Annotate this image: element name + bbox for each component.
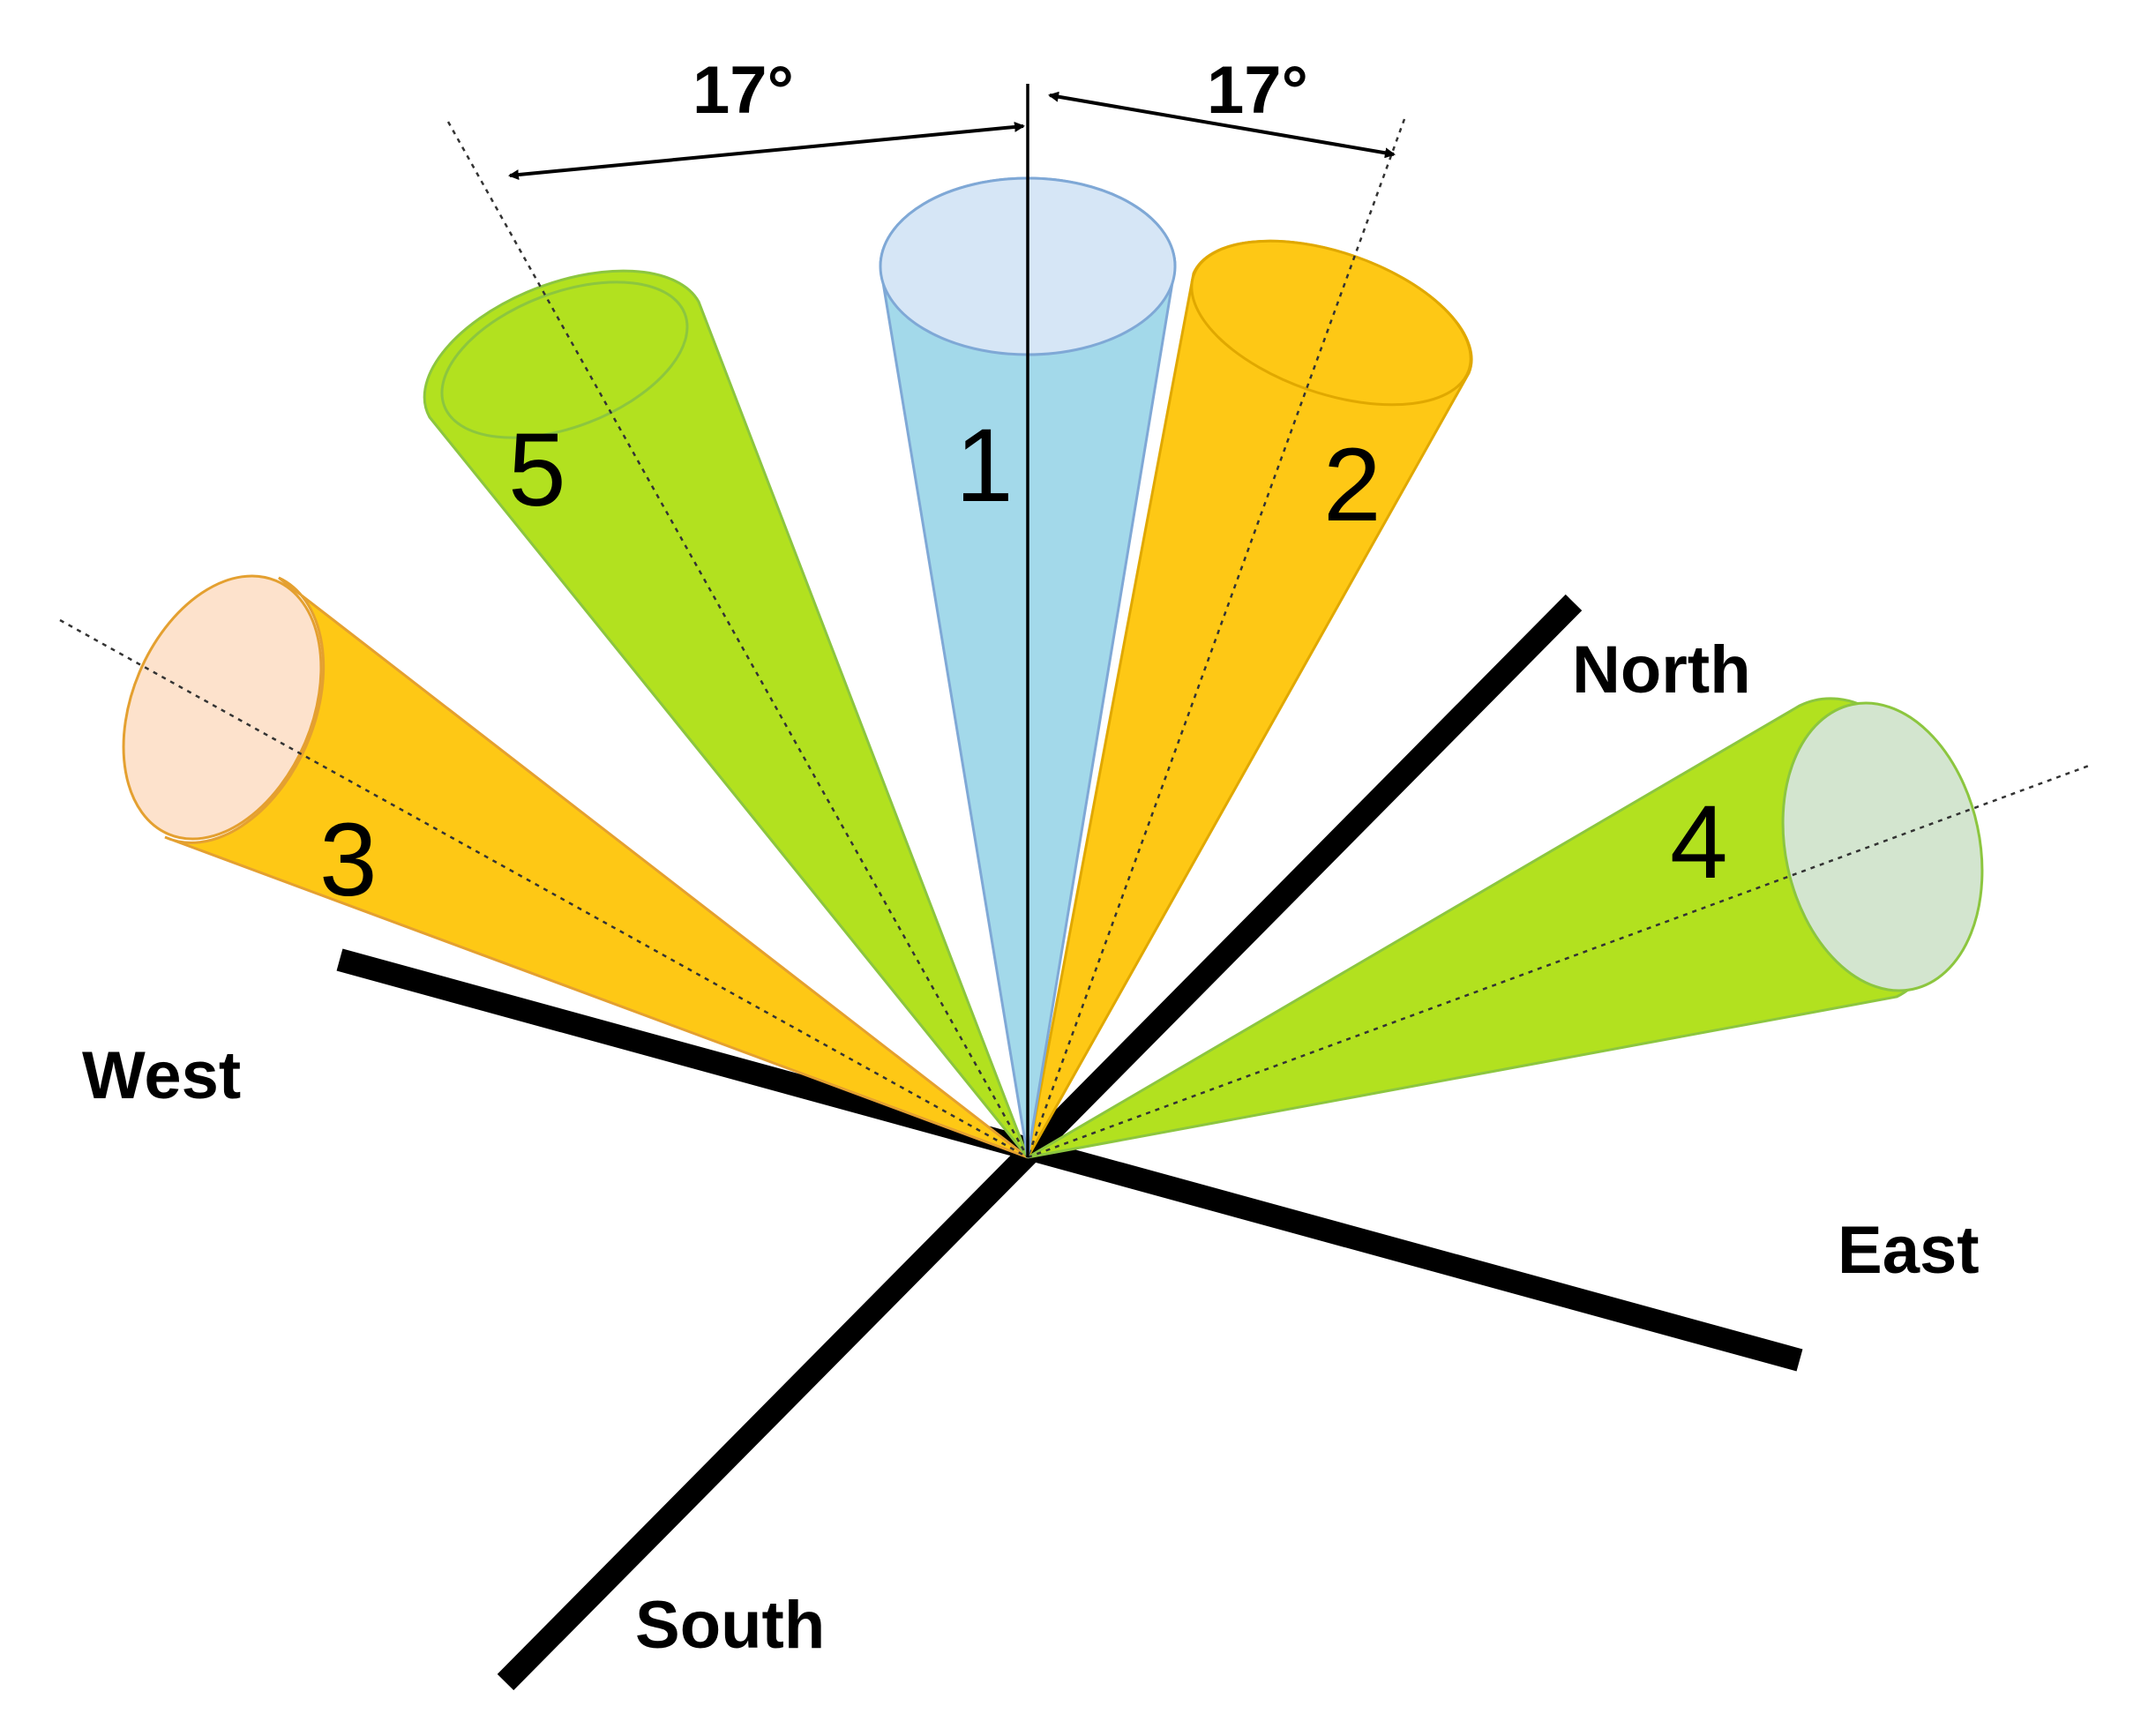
beam-1-label: 1: [955, 408, 1014, 524]
beam-5-label: 5: [508, 412, 566, 528]
beam-5-axis-dashed: [446, 121, 1029, 1158]
beam-4-axis-dashed: [1027, 764, 2090, 1159]
beam-4-label: 4: [1670, 784, 1728, 901]
cone-labels: 1 2 3 4 5: [319, 408, 1728, 918]
beam-3-cap: [122, 574, 323, 841]
beam-3-axis-dashed: [59, 618, 1029, 1159]
beam-1: [879, 84, 1177, 1158]
beam-5-cap: [440, 281, 689, 439]
south-label: South: [635, 1588, 825, 1663]
east-label: East: [1838, 1213, 1980, 1288]
beam-4: [1027, 697, 2090, 1159]
compass-labels: North West East South: [82, 632, 1980, 1663]
beam-4-cap: [1781, 701, 1984, 992]
compass-axes: [336, 594, 1803, 1691]
right-angle-arrow: [1048, 91, 1396, 159]
right-angle-label: 17°: [1207, 53, 1308, 128]
beam-3-cone: [164, 576, 1029, 1159]
beam-2-label: 2: [1323, 427, 1381, 543]
beam-3: [59, 574, 1029, 1159]
beam-3-label: 3: [319, 802, 378, 918]
south-north-axis: [497, 594, 1583, 1691]
west-label: West: [82, 1038, 241, 1113]
beam-5: [423, 121, 1029, 1158]
beam-5-cone: [423, 269, 1029, 1158]
north-label: North: [1572, 632, 1751, 707]
beam-2: [1026, 118, 1473, 1158]
west-east-axis: [336, 948, 1803, 1372]
left-angle-arrow: [508, 121, 1025, 181]
left-angle-label: 17°: [692, 53, 794, 128]
angle-dimensions: 17° 17°: [508, 53, 1396, 181]
